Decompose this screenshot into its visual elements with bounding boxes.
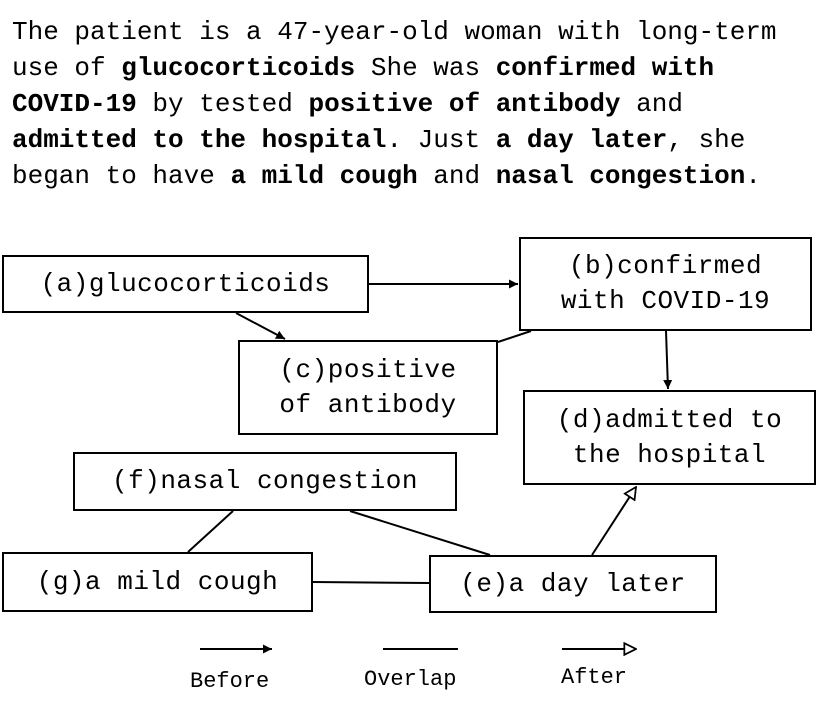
legend-after-label: After <box>561 665 628 690</box>
narrative-highlight: a day later <box>495 125 668 155</box>
narrative-highlight: glucocorticoids <box>121 53 356 83</box>
edge-g-e-overlap <box>312 581 430 584</box>
node-e-a-day-later: (e)a day later <box>429 555 717 613</box>
narrative-segment: . <box>745 161 761 191</box>
node-g-a-mild-cough: (g)a mild cough <box>2 552 313 612</box>
narrative-highlight: confirmed with COVID-19 <box>12 53 715 119</box>
node-f-nasal-congestion: (f)nasal congestion <box>73 452 457 511</box>
narrative-segment: and <box>417 161 496 191</box>
narrative-highlight: nasal congestion <box>495 161 746 191</box>
edge-e-d-after <box>591 487 636 556</box>
node-a-glucocorticoids: (a)glucocorticoids <box>2 255 369 313</box>
edge-a-c-before <box>235 312 286 340</box>
narrative-highlight: admitted to the hospital <box>12 125 387 155</box>
narrative-segment: The patient is a 47-year-old woman with … <box>12 17 777 83</box>
edge-b-d-before <box>663 330 673 390</box>
narrative-highlight: positive of antibody <box>308 89 621 119</box>
narrative-segment: by tested <box>136 89 309 119</box>
narrative-text: The patient is a 47-year-old woman with … <box>12 14 818 194</box>
edge-f-e-overlap <box>349 510 491 556</box>
narrative-segment: and <box>620 89 683 119</box>
narrative-highlight: a mild cough <box>230 161 418 191</box>
edge-f-g-overlap <box>187 510 234 553</box>
legend-before-label: Before <box>190 669 270 694</box>
narrative-segment: , she began to have <box>12 125 746 191</box>
edge-b-c-overlap <box>497 330 532 343</box>
legend-overlap-label: Overlap <box>364 667 457 692</box>
narrative-segment: She was <box>355 53 496 83</box>
narrative-segment: . Just <box>386 125 496 155</box>
